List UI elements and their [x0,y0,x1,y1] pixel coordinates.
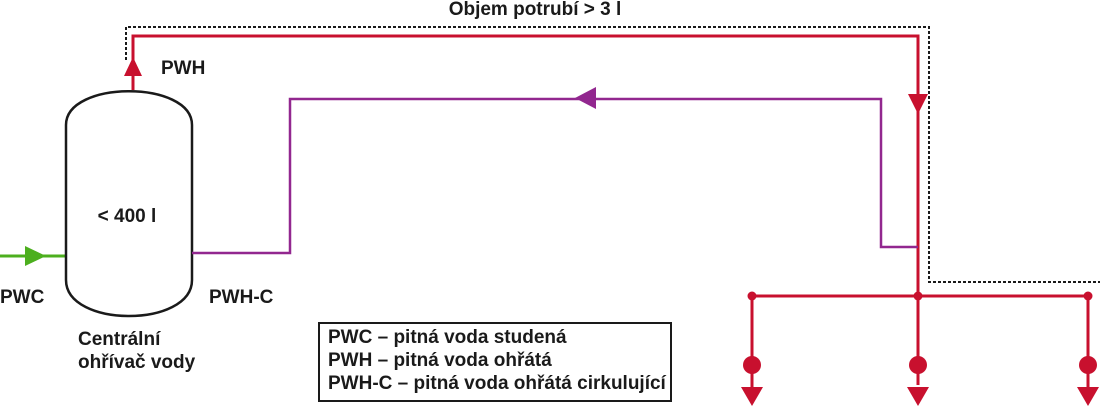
legend-item-pwh: PWH – pitná voda ohřátá [328,350,552,371]
diagram-title: Objem potrubí > 3 l [449,0,622,20]
pwhc-label: PWH-C [209,287,274,308]
tank-name-line2: ohřívač vody [78,352,196,373]
water-heater-tank [64,90,194,318]
branch-junction-middle [913,291,923,301]
outlet-left [741,296,763,406]
pipe-volume-boundary [125,26,1100,283]
pwhc-flow-arrow [575,87,596,109]
pwh-label: PWH [161,58,205,79]
pwh-up-arrow [124,57,142,76]
outlet-middle [907,356,929,406]
tank-name-line1: Centrální [78,329,161,350]
outlet-arrow-icon [741,387,763,406]
outlet-right [1077,296,1099,406]
pwc-flow-arrow [25,246,46,266]
outlet-arrow-icon [1077,387,1099,406]
legend-item-pwhc: PWH-C – pitná voda ohřátá cirkulující [328,373,666,394]
pwc-label: PWC [0,287,45,308]
outlet-arrow-icon [907,387,929,406]
outlet-valve-icon [1079,356,1097,374]
legend-item-pwc: PWC – pitná voda studená [328,327,567,348]
tank-volume-label: < 400 l [98,206,157,227]
pwhc-circulation-pipe [192,97,918,255]
legend: PWC – pitná voda studená PWH – pitná vod… [318,322,672,402]
outlet-valve-icon [743,356,761,374]
pwh-down-arrow [908,94,928,114]
outlet-valve-icon [909,356,927,374]
